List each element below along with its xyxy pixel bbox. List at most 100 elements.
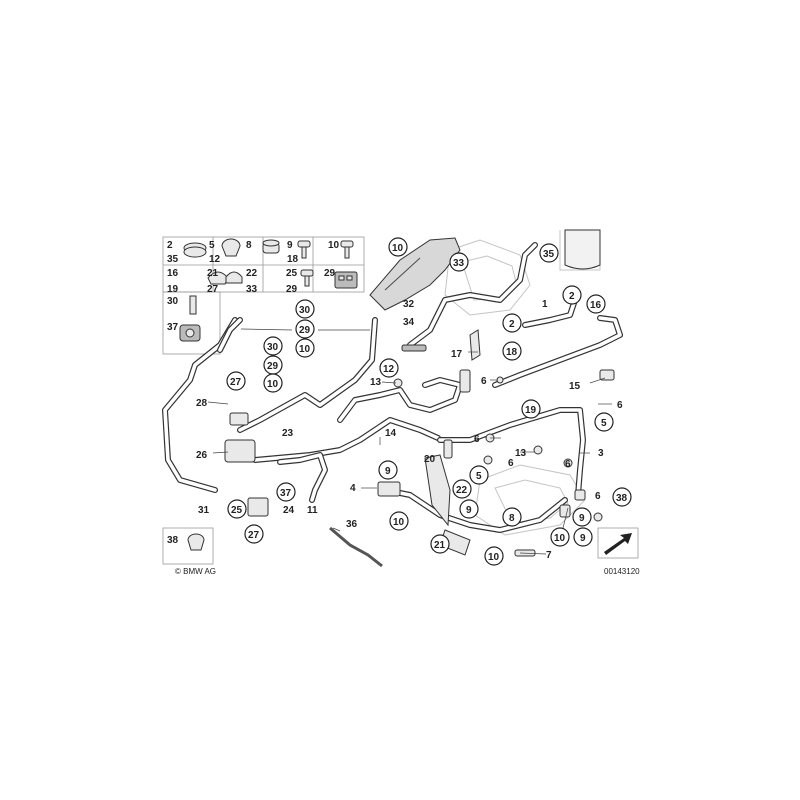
callout-27-b: 27 <box>244 524 264 544</box>
svg-text:5: 5 <box>601 418 607 429</box>
svg-text:16: 16 <box>590 300 602 311</box>
svg-text:5: 5 <box>476 471 482 482</box>
sensor-part <box>179 324 201 342</box>
svg-text:27: 27 <box>207 284 219 295</box>
bolt-part-b <box>340 240 354 259</box>
svg-text:32: 32 <box>403 299 415 310</box>
svg-text:7: 7 <box>546 550 552 561</box>
svg-text:6: 6 <box>508 458 514 469</box>
callout-30-b: 30 <box>263 336 283 356</box>
callout-9-c: 9 <box>572 507 592 527</box>
copyright-text: © BMW AG <box>175 567 216 576</box>
svg-text:35: 35 <box>543 249 555 260</box>
svg-text:22: 22 <box>456 485 468 496</box>
svg-text:27: 27 <box>230 377 242 388</box>
svg-text:17: 17 <box>451 349 463 360</box>
svg-text:10: 10 <box>393 517 405 528</box>
svg-text:18: 18 <box>287 254 299 265</box>
svg-text:12: 12 <box>209 254 221 265</box>
callout-2-b: 2 <box>502 313 522 333</box>
svg-text:8: 8 <box>246 240 252 251</box>
svg-text:29: 29 <box>324 268 336 279</box>
callout-9-a: 9 <box>378 460 398 480</box>
svg-text:10: 10 <box>328 240 340 251</box>
callouts-plain: 32 34 1 17 13 6 15 6 28 23 14 6 26 20 6 … <box>196 299 623 561</box>
callout-18: 18 <box>502 341 522 361</box>
svg-text:10: 10 <box>267 379 279 390</box>
leader-lines <box>207 328 612 555</box>
callout-19: 19 <box>521 399 541 419</box>
svg-text:19: 19 <box>167 284 179 295</box>
svg-text:33: 33 <box>453 258 465 269</box>
callout-21: 21 <box>430 534 450 554</box>
screw-part <box>300 269 314 287</box>
svg-text:6: 6 <box>595 491 601 502</box>
callout-10-b: 10 <box>295 338 315 358</box>
svg-text:14: 14 <box>385 428 397 439</box>
callout-30-a: 30 <box>295 299 315 319</box>
svg-text:37: 37 <box>280 488 292 499</box>
svg-text:10: 10 <box>299 344 311 355</box>
grommet-part <box>221 238 241 257</box>
svg-text:2: 2 <box>509 319 515 330</box>
callout-5-a: 5 <box>594 412 614 432</box>
svg-text:10: 10 <box>392 243 404 254</box>
svg-text:24: 24 <box>283 505 295 516</box>
callout-12: 12 <box>379 358 399 378</box>
svg-text:13: 13 <box>370 377 382 388</box>
svg-text:29: 29 <box>299 325 311 336</box>
bolt-part-a <box>297 240 311 259</box>
svg-text:1: 1 <box>542 299 548 310</box>
callout-27-a: 27 <box>226 371 246 391</box>
bracket-part <box>334 271 358 289</box>
arrow-icon <box>597 527 639 559</box>
svg-text:29: 29 <box>286 284 298 295</box>
svg-text:2: 2 <box>167 240 173 251</box>
svg-text:26: 26 <box>196 450 208 461</box>
svg-text:21: 21 <box>434 540 446 551</box>
cap-part <box>225 271 243 284</box>
svg-text:29: 29 <box>267 361 279 372</box>
callout-29-b: 29 <box>263 355 283 375</box>
callout-10-c: 10 <box>263 373 283 393</box>
svg-text:30: 30 <box>299 305 311 316</box>
fittings <box>224 229 615 568</box>
callout-9-d: 9 <box>573 527 593 547</box>
small-parts-legend: 2 35 5 12 8 9 18 10 16 19 21 27 22 33 25… <box>162 236 365 355</box>
svg-text:5: 5 <box>209 240 215 251</box>
svg-text:33: 33 <box>246 284 258 295</box>
svg-text:10: 10 <box>488 552 500 563</box>
svg-text:36: 36 <box>346 519 358 530</box>
svg-text:6: 6 <box>481 376 487 387</box>
svg-text:13: 13 <box>515 448 527 459</box>
callout-10-e: 10 <box>550 527 570 547</box>
callout-25: 25 <box>227 499 247 519</box>
pin-part <box>189 295 197 315</box>
legend-38: 38 <box>162 527 214 565</box>
callouts-circled: 10 33 35 2 16 2 18 30 29 10 30 29 10 12 … <box>226 237 632 566</box>
svg-text:10: 10 <box>554 533 566 544</box>
callout-2-a: 2 <box>562 285 582 305</box>
svg-text:6: 6 <box>565 459 571 470</box>
svg-text:37: 37 <box>167 322 179 333</box>
svg-text:6: 6 <box>474 434 480 445</box>
callout-38: 38 <box>612 487 632 507</box>
svg-text:11: 11 <box>307 505 318 516</box>
svg-text:30: 30 <box>167 296 179 307</box>
svg-text:21: 21 <box>207 268 219 279</box>
svg-text:4: 4 <box>350 483 356 494</box>
diagram-id: 00143120 <box>604 567 640 576</box>
callout-10-d: 10 <box>389 511 409 531</box>
callout-9-b: 9 <box>459 499 479 519</box>
svg-text:9: 9 <box>579 513 585 524</box>
svg-text:23: 23 <box>282 428 294 439</box>
callout-22: 22 <box>452 479 472 499</box>
callout-16: 16 <box>586 294 606 314</box>
svg-text:22: 22 <box>246 268 258 279</box>
svg-text:19: 19 <box>525 405 537 416</box>
svg-text:12: 12 <box>383 364 395 375</box>
svg-text:20: 20 <box>424 454 436 465</box>
svg-text:9: 9 <box>385 466 391 477</box>
svg-text:2: 2 <box>569 291 575 302</box>
svg-text:16: 16 <box>167 268 179 279</box>
